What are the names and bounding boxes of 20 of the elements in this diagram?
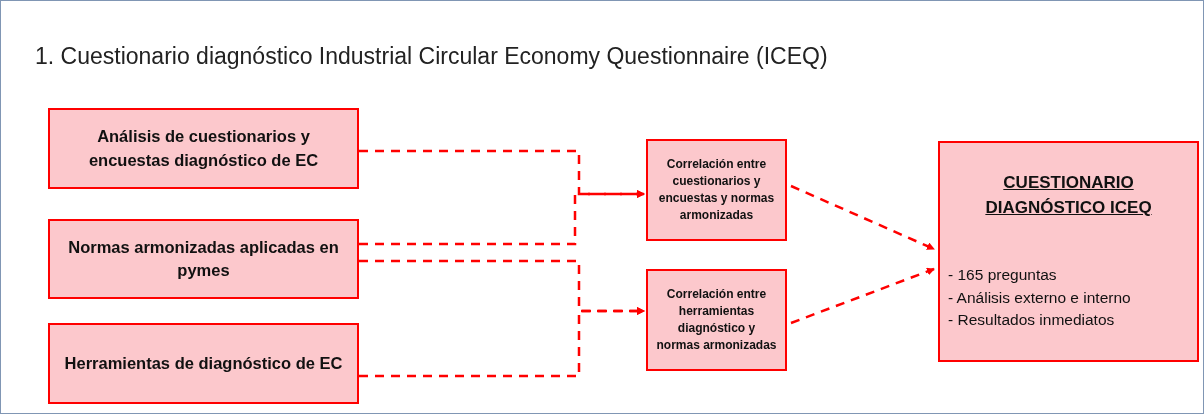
dashed-arrow <box>359 190 645 246</box>
bullet-item: - Análisis externo e interno <box>948 287 1132 308</box>
box-label: Correlación entre cuestionarios y encuestas y normas armonizadas <box>657 156 776 224</box>
box-label: Correlación entre herramientas diagnóstico y normas armonizadas <box>656 286 777 354</box>
box-label: Análisis de cuestionarios y encuestas diagnóstico de EC <box>87 126 320 171</box>
box-label: Normas armonizadas aplicadas en pymes <box>67 236 340 281</box>
dashed-arrow <box>790 184 935 251</box>
process-box <box>48 219 359 299</box>
process-box <box>48 323 359 404</box>
diagram-title: 1. Cuestionario diagnóstico Industrial Circular Economy Questionnaire (ICEQ) <box>35 43 828 70</box>
process-box <box>646 269 787 371</box>
box-heading: CUESTIONARIO DIAGNÓSTICO ICEQ <box>984 172 1153 219</box>
bullet-item: - 165 preguntas <box>948 265 1058 286</box>
dashed-arrow <box>790 267 935 325</box>
process-box <box>48 108 359 189</box>
process-box <box>646 139 787 241</box>
box-label: Herramientas de diagnóstico de EC <box>64 352 343 374</box>
dashed-arrow <box>359 307 645 378</box>
bullet-item: - Resultados inmediatos <box>948 310 1116 331</box>
process-box <box>938 141 1199 362</box>
